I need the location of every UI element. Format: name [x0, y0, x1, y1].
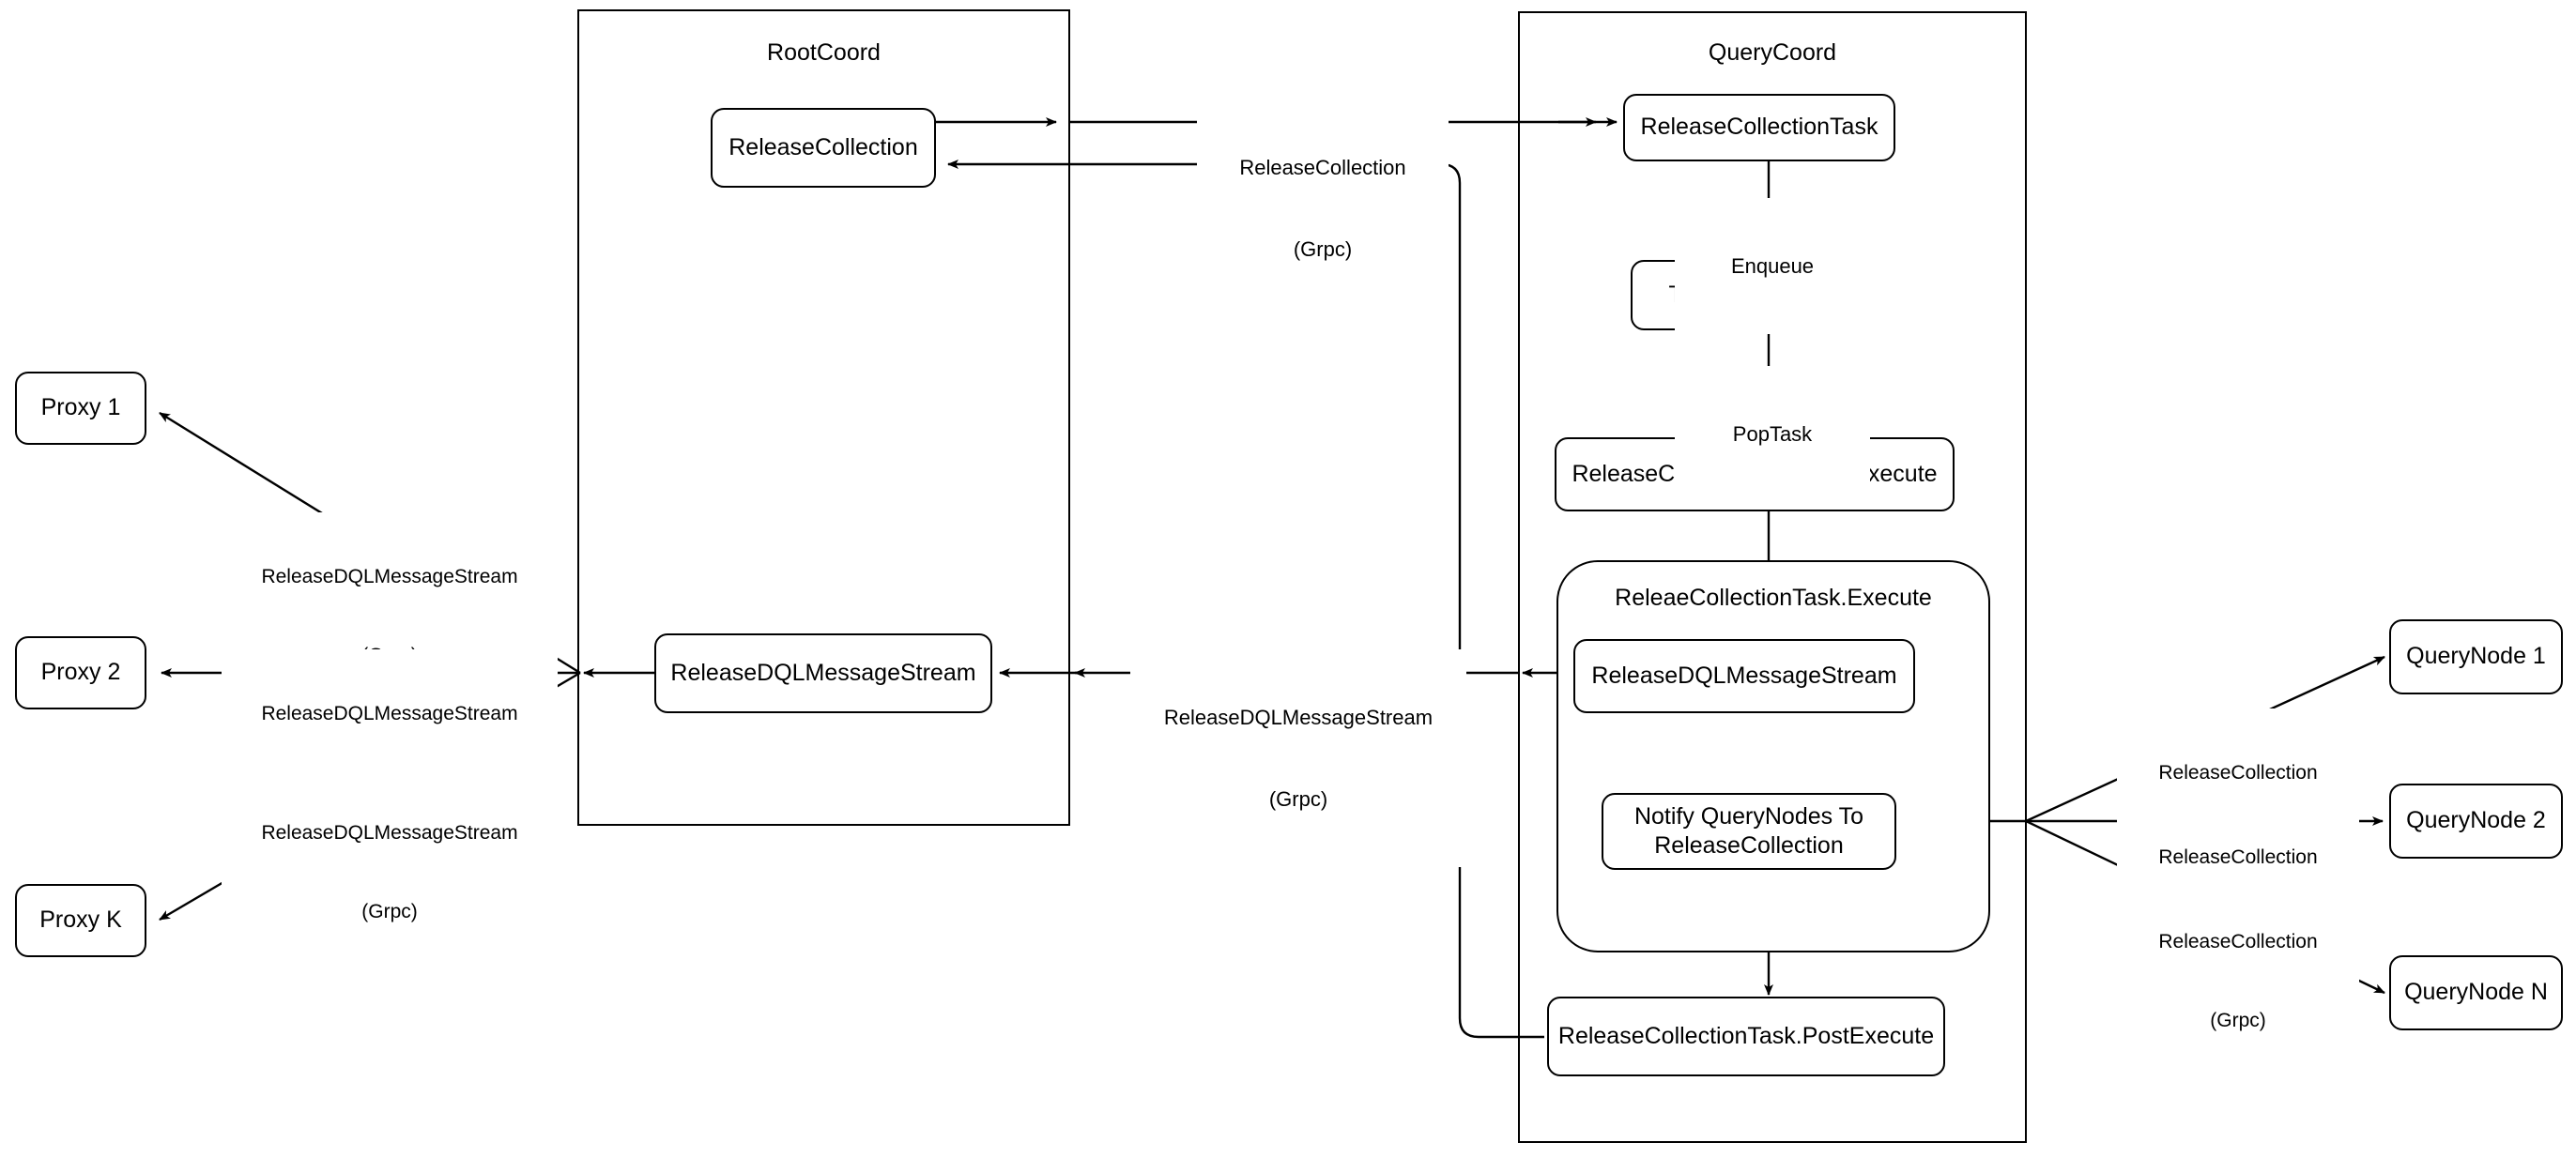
label-proxyk-releasedql: ReleaseDQLMessageStream (Grpc)	[222, 769, 558, 977]
label-qn1-line1: ReleaseCollection	[2158, 762, 2318, 785]
label-releasecollection-grpc: ReleaseCollection (Grpc)	[1197, 99, 1449, 318]
node-notify-querynodes-to-releasecollection[interactable]: Notify QueryNodes To ReleaseCollection	[1602, 793, 1896, 870]
label-releasedql-grpc-mid: ReleaseDQLMessageStream (Grpc)	[1130, 649, 1466, 868]
notify-line-1: Notify QueryNodes To	[1633, 802, 1864, 830]
group-releasecollectiontask-execute	[1556, 560, 1990, 952]
label-proxyk-line1: ReleaseDQLMessageStream	[261, 822, 518, 845]
label-releasecollection-grpc-line1: ReleaseCollection	[1239, 156, 1406, 180]
node-proxy-k[interactable]: Proxy K	[15, 884, 146, 957]
label-releasedql-grpc-mid-line2: (Grpc)	[1268, 787, 1328, 812]
node-release-dql-message-stream-querycoord[interactable]: ReleaseDQLMessageStream	[1573, 639, 1915, 713]
node-release-collection-task[interactable]: ReleaseCollectionTask	[1623, 94, 1895, 161]
node-query-node-1[interactable]: QueryNode 1	[2389, 619, 2563, 694]
label-proxy1-line1: ReleaseDQLMessageStream	[261, 566, 518, 588]
label-enqueue: Enqueue	[1675, 198, 1870, 335]
node-proxy-2[interactable]: Proxy 2	[15, 636, 146, 709]
node-release-collection-task-postexecute[interactable]: ReleaseCollectionTask.PostExecute	[1547, 997, 1945, 1076]
node-proxy-1[interactable]: Proxy 1	[15, 372, 146, 445]
label-qnn-line2: (Grpc)	[2210, 1009, 2266, 1031]
label-qn2-line1: ReleaseCollection	[2158, 846, 2318, 869]
label-qnn-line1: ReleaseCollection	[2158, 931, 2318, 953]
node-query-node-2[interactable]: QueryNode 2	[2389, 784, 2563, 859]
notify-line-2: ReleaseCollection	[1654, 832, 1844, 859]
container-rootcoord-title: RootCoord	[767, 39, 881, 66]
node-query-node-n[interactable]: QueryNode N	[2389, 955, 2563, 1030]
label-releasedql-grpc-mid-line1: ReleaseDQLMessageStream	[1163, 706, 1434, 730]
container-querycoord-title: QueryCoord	[1708, 39, 1837, 66]
label-releasecollection-grpc-line2: (Grpc)	[1293, 237, 1353, 262]
label-proxyk-line2: (Grpc)	[361, 900, 418, 922]
group-execute-title: ReleaeCollectionTask.Execute	[1615, 585, 1932, 611]
node-release-dql-message-stream-root[interactable]: ReleaseDQLMessageStream	[654, 633, 992, 713]
label-poptask-text: PopTask	[1732, 422, 1813, 447]
label-querynoden-releasecollection: ReleaseCollection (Grpc)	[2117, 877, 2359, 1086]
label-proxy2-line1: ReleaseDQLMessageStream	[261, 703, 518, 725]
node-release-collection[interactable]: ReleaseCollection	[711, 108, 936, 188]
label-poptask: PopTask	[1675, 366, 1870, 503]
label-enqueue-text: Enqueue	[1730, 254, 1815, 279]
